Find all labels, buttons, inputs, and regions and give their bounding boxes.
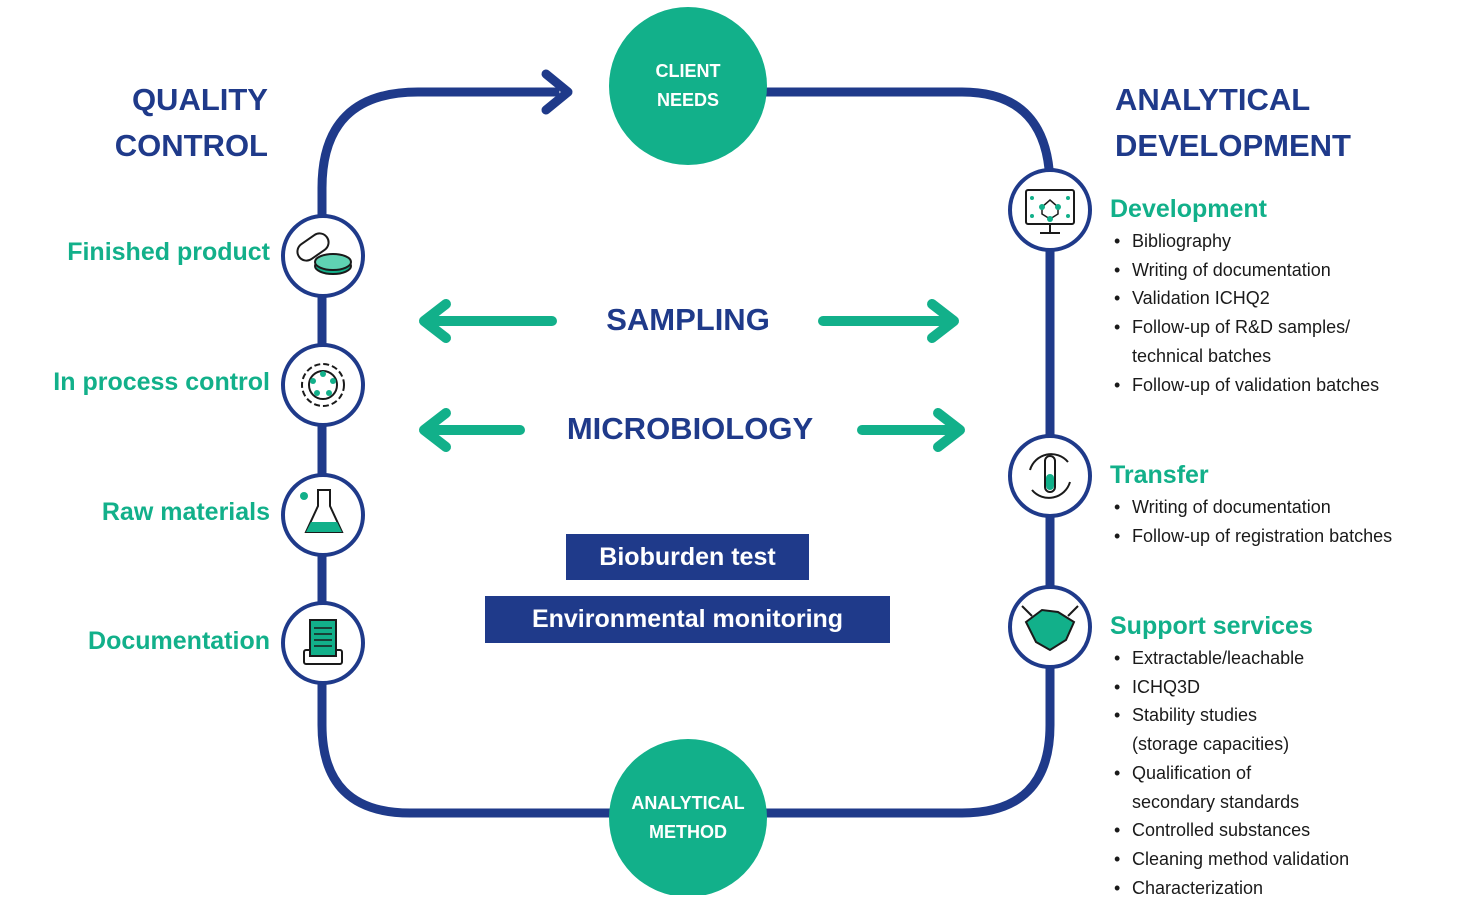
test-tube-cycle-icon (1008, 434, 1092, 518)
list-item: Follow-up of R&D samples/ (1110, 313, 1379, 342)
list-item-continuation: technical batches (1132, 345, 1272, 366)
list-item: Cleaning method validation (1110, 845, 1349, 874)
analytical-method-line2: METHOD (649, 822, 727, 842)
sampling-arrow-right (818, 299, 959, 343)
quality-control-title: QUALITY CONTROL (115, 77, 268, 169)
microbiology-arrow-right (857, 408, 965, 452)
transfer-list: Writing of documentation Follow-up of re… (1110, 493, 1392, 550)
list-item-continuation: secondary standards (1132, 791, 1300, 812)
pills-icon (281, 214, 365, 298)
sampling-label: SAMPLING (606, 302, 770, 337)
client-needs-circle (609, 7, 767, 165)
transfer-heading: Transfer (1110, 461, 1209, 489)
development-list: Bibliography Writing of documentation Va… (1110, 227, 1379, 399)
quality-control-line1: QUALITY (131, 82, 268, 117)
list-item: Writing of documentation (1110, 256, 1379, 285)
client-needs-line2: NEEDS (656, 90, 719, 110)
qc-item-raw-materials: Raw materials (101, 498, 270, 526)
analytical-development-line1: ANALYTICAL (1115, 82, 1311, 117)
analytical-development-line2: DEVELOPMENT (1115, 128, 1351, 163)
document-icon (281, 601, 365, 685)
microbiology-arrow-left (419, 408, 525, 452)
support-services-list: Extractable/leachable ICHQ3D Stability s… (1110, 644, 1349, 902)
analytical-method-label: ANALYTICAL METHOD (600, 789, 776, 847)
list-item: Controlled substances (1110, 816, 1349, 845)
list-item: Writing of documentation (1110, 493, 1392, 522)
sampling-arrow-left (419, 299, 557, 343)
analytical-development-title: ANALYTICAL DEVELOPMENT (1115, 77, 1351, 169)
list-item: ICHQ3D (1110, 673, 1349, 702)
list-item: Follow-up of registration batches (1110, 522, 1392, 551)
qc-item-documentation: Documentation (88, 627, 270, 655)
analytical-method-line1: ANALYTICAL (631, 793, 745, 813)
environmental-monitoring-box: Environmental monitoring (485, 596, 890, 643)
list-item: Characterization (1110, 874, 1349, 902)
gear-icon (281, 343, 365, 427)
list-item: Stability studies (1110, 701, 1349, 730)
development-heading: Development (1110, 195, 1267, 223)
support-services-heading: Support services (1110, 612, 1313, 640)
flask-icon (281, 473, 365, 557)
quality-control-line2: CONTROL (114, 128, 268, 163)
analytical-method-circle (609, 739, 767, 895)
list-item: Bibliography (1110, 227, 1379, 256)
handshake-icon (1008, 585, 1092, 669)
list-item: Extractable/leachable (1110, 644, 1349, 673)
list-item-continuation: (storage capacities) (1132, 734, 1290, 755)
list-item: Follow-up of validation batches (1110, 371, 1379, 400)
microbiology-label: MICROBIOLOGY (566, 411, 814, 446)
arrow-right-icon (541, 69, 573, 115)
list-item: Qualification of (1110, 759, 1349, 788)
qc-item-in-process-control: In process control (53, 368, 270, 396)
qc-item-finished-product: Finished product (67, 238, 270, 266)
bioburden-test-box: Bioburden test (566, 534, 809, 580)
cycle-loop (317, 87, 1055, 818)
client-needs-label: CLIENT NEEDS (610, 57, 766, 115)
client-needs-line1: CLIENT (655, 61, 721, 81)
monitor-molecule-icon (1008, 168, 1092, 252)
list-item: Validation ICHQ2 (1110, 284, 1379, 313)
